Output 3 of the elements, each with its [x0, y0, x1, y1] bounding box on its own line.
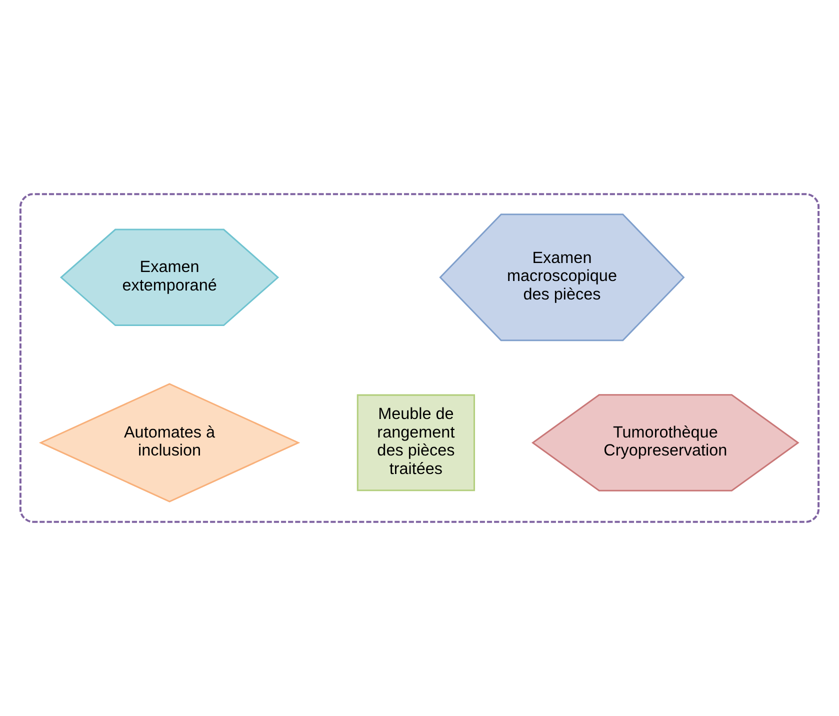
node-box: Meuble de rangement des pièces traitées: [356, 394, 476, 492]
node-diamond: Automates à inclusion: [38, 383, 300, 502]
cluster: [19, 193, 820, 523]
